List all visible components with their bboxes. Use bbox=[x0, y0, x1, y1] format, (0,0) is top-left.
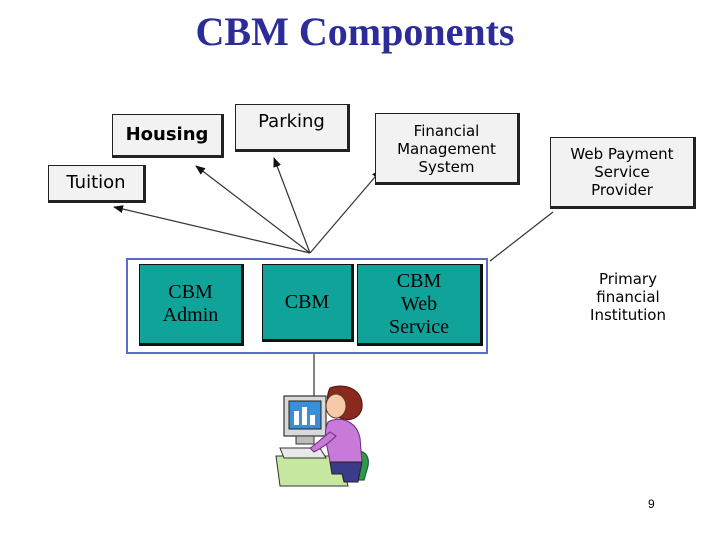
cbm-admin-line-1: CBM bbox=[168, 281, 213, 303]
tuition-label: Tuition bbox=[66, 172, 126, 194]
arrow-to-fms bbox=[309, 169, 382, 254]
arrow-to-tuition bbox=[113, 205, 311, 254]
fms-line-1: Financial bbox=[413, 122, 480, 140]
cbm-web-line-1: CBM bbox=[396, 269, 442, 292]
fms-line-3: System bbox=[418, 158, 475, 176]
pi-line-2: financial bbox=[596, 288, 660, 306]
cbm-web-line-2: Web bbox=[400, 292, 438, 315]
cbm-admin-line-2: Admin bbox=[162, 304, 219, 326]
tuition-box: Tuition bbox=[48, 165, 146, 203]
wpp-line-1: Web Payment bbox=[570, 145, 674, 163]
cbm-label: CBM bbox=[284, 290, 330, 313]
cbm-web-line-3: Service bbox=[389, 315, 449, 338]
user-at-computer-icon bbox=[275, 385, 369, 487]
wpp-line-3: Provider bbox=[591, 181, 653, 199]
pi-line-3: Institution bbox=[590, 306, 666, 324]
cbm-web-service-box: CBM Web Service bbox=[357, 264, 483, 346]
primary-institution-label: Primary financial Institution bbox=[563, 270, 693, 324]
line-to-web-payment bbox=[489, 211, 554, 262]
housing-box: Housing bbox=[112, 114, 224, 158]
web-payment-provider-box: Web Payment Service Provider bbox=[550, 137, 696, 209]
page-title: CBM Components bbox=[195, 9, 515, 54]
fms-line-2: Management bbox=[397, 140, 496, 158]
wpp-line-2: Service bbox=[594, 163, 650, 181]
financial-management-system-box: Financial Management System bbox=[375, 113, 520, 185]
arrow-to-parking bbox=[273, 157, 311, 254]
parking-box: Parking bbox=[235, 104, 350, 152]
housing-label: Housing bbox=[125, 124, 209, 146]
pi-line-1: Primary bbox=[599, 270, 657, 288]
cbm-admin-box: CBM Admin bbox=[139, 264, 244, 346]
arrow-to-housing bbox=[195, 165, 311, 254]
page-number: 9 bbox=[648, 497, 655, 511]
cbm-box: CBM bbox=[262, 264, 354, 342]
parking-label: Parking bbox=[258, 111, 325, 132]
